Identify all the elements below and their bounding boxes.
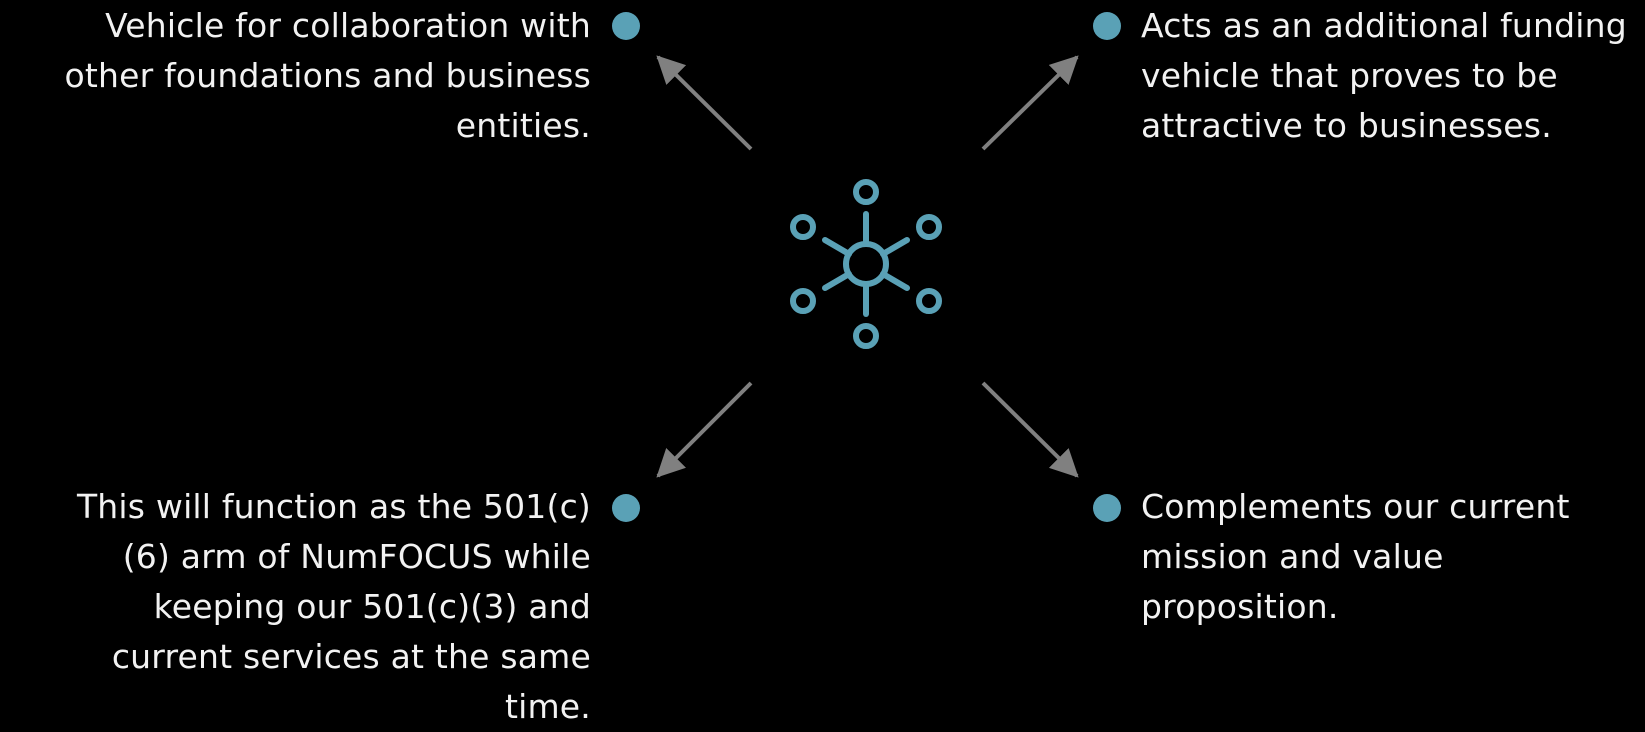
arrow-bottom-right (981, 381, 1079, 478)
bullet-dot-top-right (1093, 12, 1121, 40)
bullet-dot-top-left (612, 12, 640, 40)
bullet-dot-bottom-left (612, 494, 640, 522)
arrow-top-right (981, 55, 1079, 151)
item-top-left: Vehicle for collaboration with other fou… (64, 6, 591, 145)
bullet-dot-bottom-right (1093, 494, 1121, 522)
item-bottom-right: Complements our current mission and valu… (1141, 487, 1570, 626)
arrow-bottom-left (656, 381, 753, 478)
item-bottom-left: This will function as the 501(c)(6) arm … (76, 487, 591, 726)
item-top-right: Acts as an additional funding vehicle th… (1141, 6, 1627, 145)
arrow-top-left (656, 55, 753, 151)
